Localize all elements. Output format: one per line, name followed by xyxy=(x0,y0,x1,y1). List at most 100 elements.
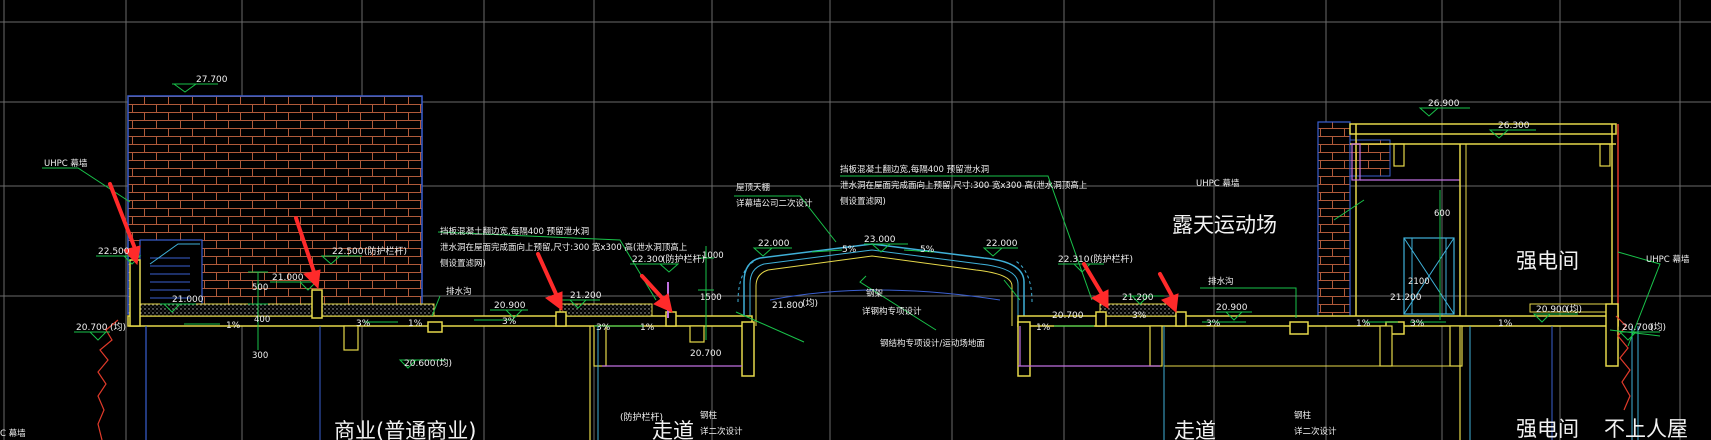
tag-jun-a: (均) xyxy=(110,321,126,333)
slope-1: 1% xyxy=(226,321,241,331)
parapets xyxy=(129,259,1619,377)
note-uhpc-bottom: C 幕墙 xyxy=(0,428,26,439)
room-no-access-roof: 不上人屋 xyxy=(1604,417,1688,440)
elev-20700-right: 20.700 xyxy=(1052,311,1084,321)
slope-11: 3% xyxy=(1206,319,1221,329)
note-column-c: 钢柱 xyxy=(1294,410,1312,421)
note-sports-floor: 钢结构专项设计/运动场地面 xyxy=(880,338,985,349)
tag-jun-b: (均) xyxy=(436,357,452,369)
green-leaders xyxy=(42,167,1661,347)
slope-2: 3% xyxy=(356,319,371,329)
note-concrete-a1: 挡板混凝土翻边宽,每隔400 预留泄水洞 xyxy=(440,226,589,237)
elev-20700-far: 20.700 xyxy=(1622,323,1654,333)
slope-13: 3% xyxy=(1410,319,1425,329)
tag-jun-d: (均) xyxy=(1566,303,1582,315)
elev-22300: 22.300 xyxy=(632,255,664,265)
slope-7: 5% xyxy=(842,245,857,255)
dimension-markers xyxy=(248,190,1441,350)
left-brick-tower xyxy=(127,95,423,319)
room-power-lower: 强电间 xyxy=(1516,417,1579,440)
elev-20900-mid: 20.900 xyxy=(1216,303,1248,313)
tag-parapet-d: (防护栏杆) xyxy=(620,411,663,423)
slope-labels: 1% 3% 1% 3% 3% 1% 5% 5% 1% 3% 3% 1% 3% 1… xyxy=(226,245,1513,333)
room-corridor-left: 走道 xyxy=(652,419,694,440)
elev-26900: 26.900 xyxy=(1428,99,1460,109)
downstand-beams xyxy=(343,325,1463,367)
slope-5: 3% xyxy=(596,323,611,333)
tag-parapet-b: (防护栏杆) xyxy=(662,253,705,265)
note-canopy-2: 详幕墙公司二次设计 xyxy=(736,198,813,209)
note-canopy-1: 屋顶天棚 xyxy=(736,182,770,193)
note-dim-600: 600 xyxy=(1434,209,1450,219)
elev-20700-left: 20.700 xyxy=(76,323,108,333)
tag-jun-e: (均) xyxy=(1650,321,1666,333)
red-boundaries xyxy=(97,315,1631,440)
note-dim-300: 300 xyxy=(252,351,268,361)
elev-22000-b: 22.000 xyxy=(986,239,1018,249)
elev-22500-mid: 22.500 xyxy=(332,247,364,257)
note-dim-1500: 1500 xyxy=(700,293,722,303)
elev-23000: 23.000 xyxy=(864,235,896,245)
elev-20900-left: 20.900 xyxy=(494,301,526,311)
elev-21200-far: 21.200 xyxy=(1390,293,1422,303)
elev-22310: 22.310 xyxy=(1058,255,1090,265)
note-dim-500: 500 xyxy=(252,283,268,293)
room-commercial: 商业(普通商业) xyxy=(334,419,476,440)
note-column-d: 详二次设计 xyxy=(1294,426,1337,437)
slope-4: 3% xyxy=(502,317,517,327)
elev-20600: 20.600 xyxy=(404,359,436,369)
note-concrete-a2: 泄水洞在屋面完成面向上预留,尺寸:300 宽x300 高(泄水洞顶高上 xyxy=(440,242,688,253)
note-dim-400: 400 xyxy=(254,315,270,325)
elevation-labels: 27.700 22.500 22.500 21.000 21.000 20.90… xyxy=(76,75,1654,369)
tag-jun-c: (均) xyxy=(802,297,818,309)
elev-20900-right: 20.900 xyxy=(1536,305,1568,315)
slope-arrows xyxy=(184,249,1446,327)
note-uhpc-left: UHPC 幕墙 xyxy=(44,158,88,169)
room-corridor-right: 走道 xyxy=(1174,419,1216,440)
elev-21800: 21.800 xyxy=(772,301,804,311)
elev-21200-left: 21.200 xyxy=(570,291,602,301)
right-brick-tower xyxy=(1317,121,1391,319)
note-column-a: 钢柱 xyxy=(700,410,718,421)
note-concrete-b3: 侧设置滤网) xyxy=(840,196,886,207)
elev-26300: 26.300 xyxy=(1498,121,1530,131)
elev-27700: 27.700 xyxy=(196,75,228,85)
note-concrete-b1: 挡板混凝土翻边宽,每隔400 预留泄水洞 xyxy=(840,164,989,175)
tag-labels: (均) (均) (均) (均) (均) (防护栏杆) (防护栏杆) (防护栏杆)… xyxy=(110,245,1666,423)
tag-parapet-c: (防护栏杆) xyxy=(1090,253,1133,265)
room-outdoor-sports: 露天运动场 xyxy=(1172,213,1277,237)
note-labels: UHPC 幕墙 UHPC 幕墙 UHPC 幕墙 C 幕墙 排水沟 排水沟 屋顶天… xyxy=(0,158,1690,439)
note-uhpc-right: UHPC 幕墙 xyxy=(1646,254,1690,265)
steel-canopy xyxy=(737,243,1033,326)
power-room-box xyxy=(1349,123,1619,326)
elev-22500-left: 22.500 xyxy=(98,247,130,257)
elev-21200-right: 21.200 xyxy=(1122,293,1154,303)
elev-21000-stair: 21.000 xyxy=(272,273,304,283)
slope-3: 1% xyxy=(408,319,423,329)
note-concrete-a3: 侧设置滤网) xyxy=(440,258,486,269)
room-power-upper: 强电间 xyxy=(1516,249,1579,273)
room-labels: 露天运动场 强电间 强电间 商业(普通商业) 走道 走道 不上人屋 xyxy=(334,213,1688,440)
note-steel-frame-2: 详钢构专项设计 xyxy=(862,306,922,317)
slope-9: 1% xyxy=(1036,323,1051,333)
slope-12: 1% xyxy=(1356,319,1371,329)
red-arrows xyxy=(108,182,1179,313)
slope-8: 5% xyxy=(920,245,935,255)
elev-22000-a: 22.000 xyxy=(758,239,790,249)
slope-14: 1% xyxy=(1498,319,1513,329)
tag-parapet-a: (防护栏杆) xyxy=(364,245,407,257)
note-dim-2100: 2100 xyxy=(1408,277,1430,287)
elev-21000-left: 21.000 xyxy=(172,295,204,305)
note-drain-b: 排水沟 xyxy=(1208,276,1234,287)
note-column-b: 详二次设计 xyxy=(700,426,743,437)
lower-floor xyxy=(145,326,1639,440)
elev-20700: 20.700 xyxy=(690,349,722,359)
slope-10: 3% xyxy=(1132,311,1147,321)
note-dim-1000: 1000 xyxy=(702,251,724,261)
note-concrete-b2: 泄水洞在屋面完成面向上预留,尺寸:300 宽x300 高(泄水洞顶高上 xyxy=(840,180,1088,191)
note-drain-a: 排水沟 xyxy=(446,286,472,297)
slope-6: 1% xyxy=(640,323,655,333)
note-uhpc-mid: UHPC 幕墙 xyxy=(1196,178,1240,189)
note-steel-frame: 钢架 xyxy=(866,288,884,299)
